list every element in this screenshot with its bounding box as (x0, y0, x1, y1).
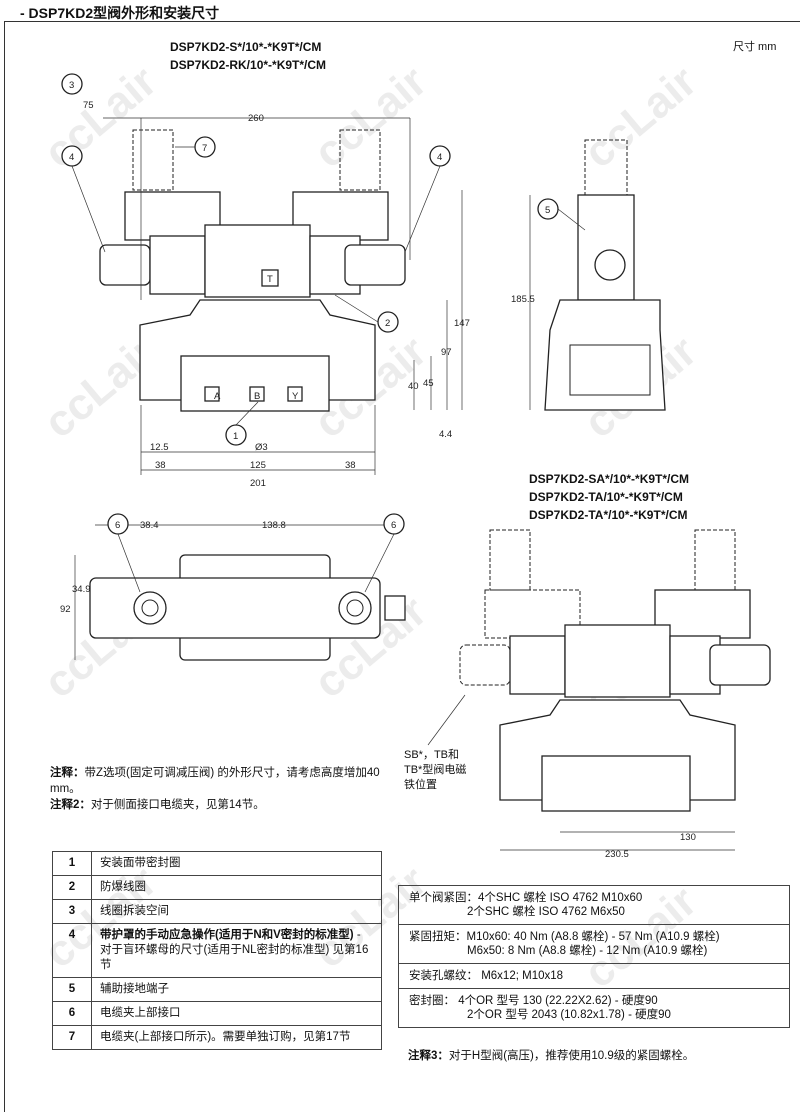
table-row: 紧固扭矩：M10x60: 40 Nm (A8.8 螺栓) - 57 Nm (A1… (398, 924, 790, 964)
callout-7: 7 (202, 143, 207, 154)
notes: 注释：带Z选项(固定可调减压阀) 的外形尺寸，请考虑高度增加40 mm。 注释2… (50, 765, 380, 813)
model-name: DSP7KD2-SA*/10*-*K9T*/CM (529, 472, 690, 486)
side-view: 185.5 (511, 139, 666, 411)
alt-front-view: 130 230.5 (427, 529, 771, 860)
solenoid-position-label: SB*，TB和 TB*型阀电磁 铁位置 (404, 748, 466, 793)
watermark: ccLair (305, 57, 436, 178)
dim-138.8: 138.8 (262, 520, 286, 531)
callout-1: 1 (233, 431, 238, 442)
model-name: DSP7KD2-TA*/10*-*K9T*/CM (529, 508, 688, 522)
callout-6: 6 (115, 520, 120, 531)
table-row: 安装孔螺纹： M6x12; M10x18 (398, 963, 790, 989)
dim-230.5: 230.5 (605, 849, 629, 860)
note-1: 注释：带Z选项(固定可调减压阀) 的外形尺寸，请考虑高度增加40 mm。 (50, 767, 380, 795)
page-title: - DSP7KD2型阀外形和安装尺寸 (20, 5, 220, 21)
sb-label-line: TB*型阀电磁 (404, 764, 467, 776)
callout-4: 4 (437, 152, 442, 163)
dim-45: 45 (423, 378, 434, 389)
callout-5: 5 (545, 205, 550, 216)
dim-147: 147 (454, 318, 470, 329)
callout-2: 2 (385, 318, 390, 329)
dim-185.5: 185.5 (511, 294, 535, 305)
dim-12.5: 12.5 (150, 442, 169, 453)
dim-92: 92 (60, 604, 71, 615)
callouts: 3 4 4 7 2 1 5 6 6 (61, 73, 586, 593)
port-y-label: Y (292, 391, 299, 402)
dim-130: 130 (680, 832, 696, 843)
watermark: ccLair (35, 57, 166, 178)
model-list-top: DSP7KD2-S*/10*-*K9T*/CM DSP7KD2-RK/10*-*… (170, 38, 326, 74)
dim-phi3: Ø3 (255, 442, 268, 453)
port-b-label: B (254, 391, 260, 402)
model-name: DSP7KD2-TA/10*-*K9T*/CM (529, 490, 683, 504)
sb-label-line: SB*，TB和 (404, 749, 460, 761)
callout-6: 6 (391, 520, 396, 531)
dim-34.9: 34.9 (72, 584, 91, 595)
note-3: 注释3：对于H型阀(高压)，推荐使用10.9级的紧固螺栓。 (408, 1050, 695, 1062)
top-view: 38.4 138.8 34.9 92 (60, 520, 406, 661)
callout-4: 4 (69, 152, 74, 163)
dim-40: 40 (408, 381, 419, 392)
sb-label-line: 铁位置 (404, 779, 437, 791)
dim-125: 125 (250, 460, 266, 471)
front-view: 75 260 147 97 40 45 4.4 12.5 Ø3 38 125 3… (83, 100, 470, 489)
dim-4.4: 4.4 (439, 429, 452, 440)
dim-75: 75 (83, 100, 94, 111)
dim-38-left: 38 (155, 460, 166, 471)
dim-201: 201 (250, 478, 266, 489)
model-name: DSP7KD2-S*/10*-*K9T*/CM (170, 40, 322, 54)
model-name: DSP7KD2-RK/10*-*K9T*/CM (170, 58, 327, 72)
dim-97: 97 (441, 347, 452, 358)
callout-3: 3 (69, 80, 74, 91)
dim-260: 260 (248, 113, 264, 124)
drawing-frame (4, 21, 800, 1112)
watermark: ccLair (575, 57, 706, 178)
dim-38.4: 38.4 (140, 520, 159, 531)
port-t-label: T (267, 274, 273, 285)
dim-38-right: 38 (345, 460, 356, 471)
units-label: 尺寸 mm (733, 41, 777, 53)
model-list-bottom: DSP7KD2-SA*/10*-*K9T*/CM DSP7KD2-TA/10*-… (529, 470, 689, 524)
note-2: 注释2：对于侧面接口电缆夹，见第14节。 (50, 799, 265, 811)
port-a-label: A (214, 391, 221, 402)
